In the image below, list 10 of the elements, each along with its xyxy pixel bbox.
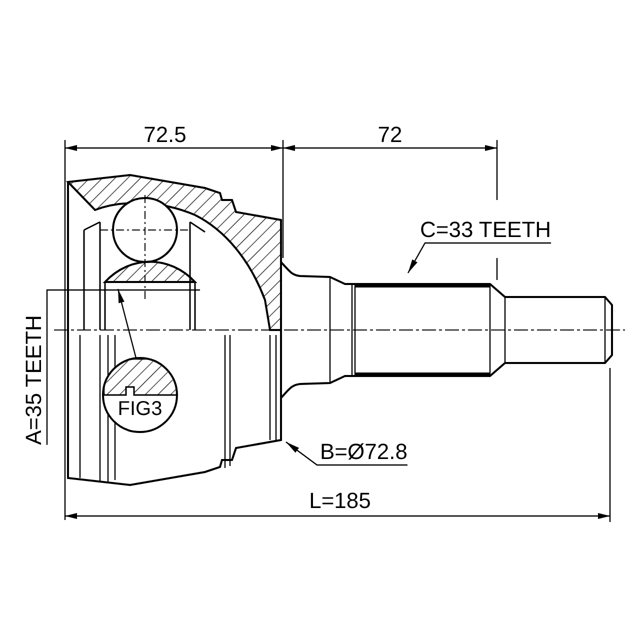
dimension-value: L=185 xyxy=(308,487,372,515)
leader-line xyxy=(117,288,137,358)
dimension-value: 72 xyxy=(376,121,404,149)
dimension-value: 72.5 xyxy=(142,121,188,149)
callout-text: C=33 TEETH xyxy=(420,216,552,243)
leader-line xyxy=(407,242,552,274)
leader-line xyxy=(46,289,200,445)
callout-text: A=35 TEETH xyxy=(22,315,46,445)
callout-text: B=Ø72.8 xyxy=(320,438,408,465)
leader-line xyxy=(286,442,408,466)
